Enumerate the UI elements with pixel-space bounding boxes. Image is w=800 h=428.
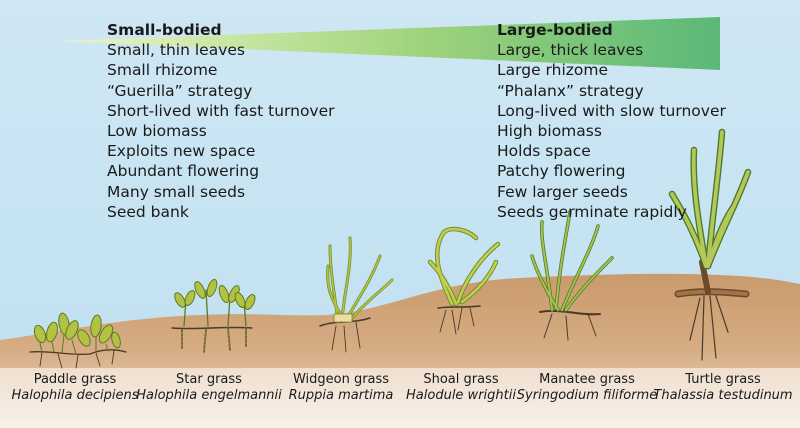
- species-label-widgeon-grass: Widgeon grass Ruppia martima: [266, 372, 416, 404]
- large-trait: High biomass: [497, 122, 602, 141]
- species-label-manatee-grass: Manatee grass Syringodium filiforme: [512, 372, 662, 404]
- scientific-name: Halophila decipiens: [11, 388, 139, 403]
- common-name: Shoal grass: [423, 372, 499, 387]
- star-grass-illustration: [171, 278, 256, 353]
- scientific-name: Halodule wrightii: [406, 388, 516, 403]
- large-trait: Patchy flowering: [497, 162, 626, 181]
- species-label-paddle-grass: Paddle grass Halophila decipiens: [0, 372, 150, 404]
- small-trait: “Guerilla” strategy: [107, 81, 253, 100]
- small-trait: Seed bank: [107, 202, 189, 221]
- scientific-name: Ruppia martima: [288, 388, 394, 403]
- small-trait: Many small seeds: [107, 182, 246, 201]
- manatee-grass-illustration: [530, 210, 614, 341]
- shoal-grass-illustration: [427, 226, 501, 335]
- species-label-star-grass: Star grass Halophila engelmannii: [134, 372, 284, 404]
- species-label-turtle-grass: Turtle grass Thalassia testudinum: [648, 372, 798, 404]
- large-bodied-traits: Large-bodied Large, thick leaves Large r…: [497, 20, 726, 222]
- large-trait: Seeds germinate rapidly: [497, 202, 687, 221]
- common-name: Star grass: [176, 372, 242, 387]
- small-trait: Short-lived with fast turnover: [107, 101, 335, 120]
- scientific-name: Halophila engelmannii: [136, 388, 282, 403]
- species-label-shoal-grass: Shoal grass Halodule wrightii: [386, 372, 536, 404]
- small-bodied-heading: Small-bodied: [107, 21, 222, 39]
- small-trait: Low biomass: [107, 122, 207, 141]
- large-trait: “Phalanx” strategy: [497, 81, 644, 100]
- size-gradient-wedge: [58, 17, 720, 70]
- large-trait: Holds space: [497, 142, 591, 161]
- large-trait: Long-lived with slow turnover: [497, 101, 726, 120]
- large-trait: Large, thick leaves: [497, 41, 644, 60]
- common-name: Widgeon grass: [292, 372, 390, 387]
- scientific-name: Thalassia testudinum: [653, 388, 793, 403]
- large-trait: Few larger seeds: [497, 182, 628, 201]
- small-bodied-traits: Small-bodied Small, thin leaves Small rh…: [107, 20, 335, 222]
- sediment-fade: [0, 368, 800, 428]
- scientific-name: Syringodium filiforme: [516, 388, 658, 403]
- large-trait: Large rhizome: [497, 61, 609, 80]
- small-trait: Small, thin leaves: [107, 41, 245, 60]
- widgeon-grass-illustration: [319, 236, 394, 353]
- paddle-grass-illustration: [29, 312, 127, 369]
- small-trait: Small rhizome: [107, 61, 218, 80]
- common-name: Manatee grass: [539, 372, 635, 387]
- common-name: Turtle grass: [685, 372, 761, 387]
- large-bodied-heading: Large-bodied: [497, 21, 613, 39]
- small-trait: Exploits new space: [107, 142, 256, 161]
- common-name: Paddle grass: [33, 372, 117, 387]
- small-trait: Abundant flowering: [107, 162, 260, 181]
- turtle-grass-illustration: [668, 128, 752, 361]
